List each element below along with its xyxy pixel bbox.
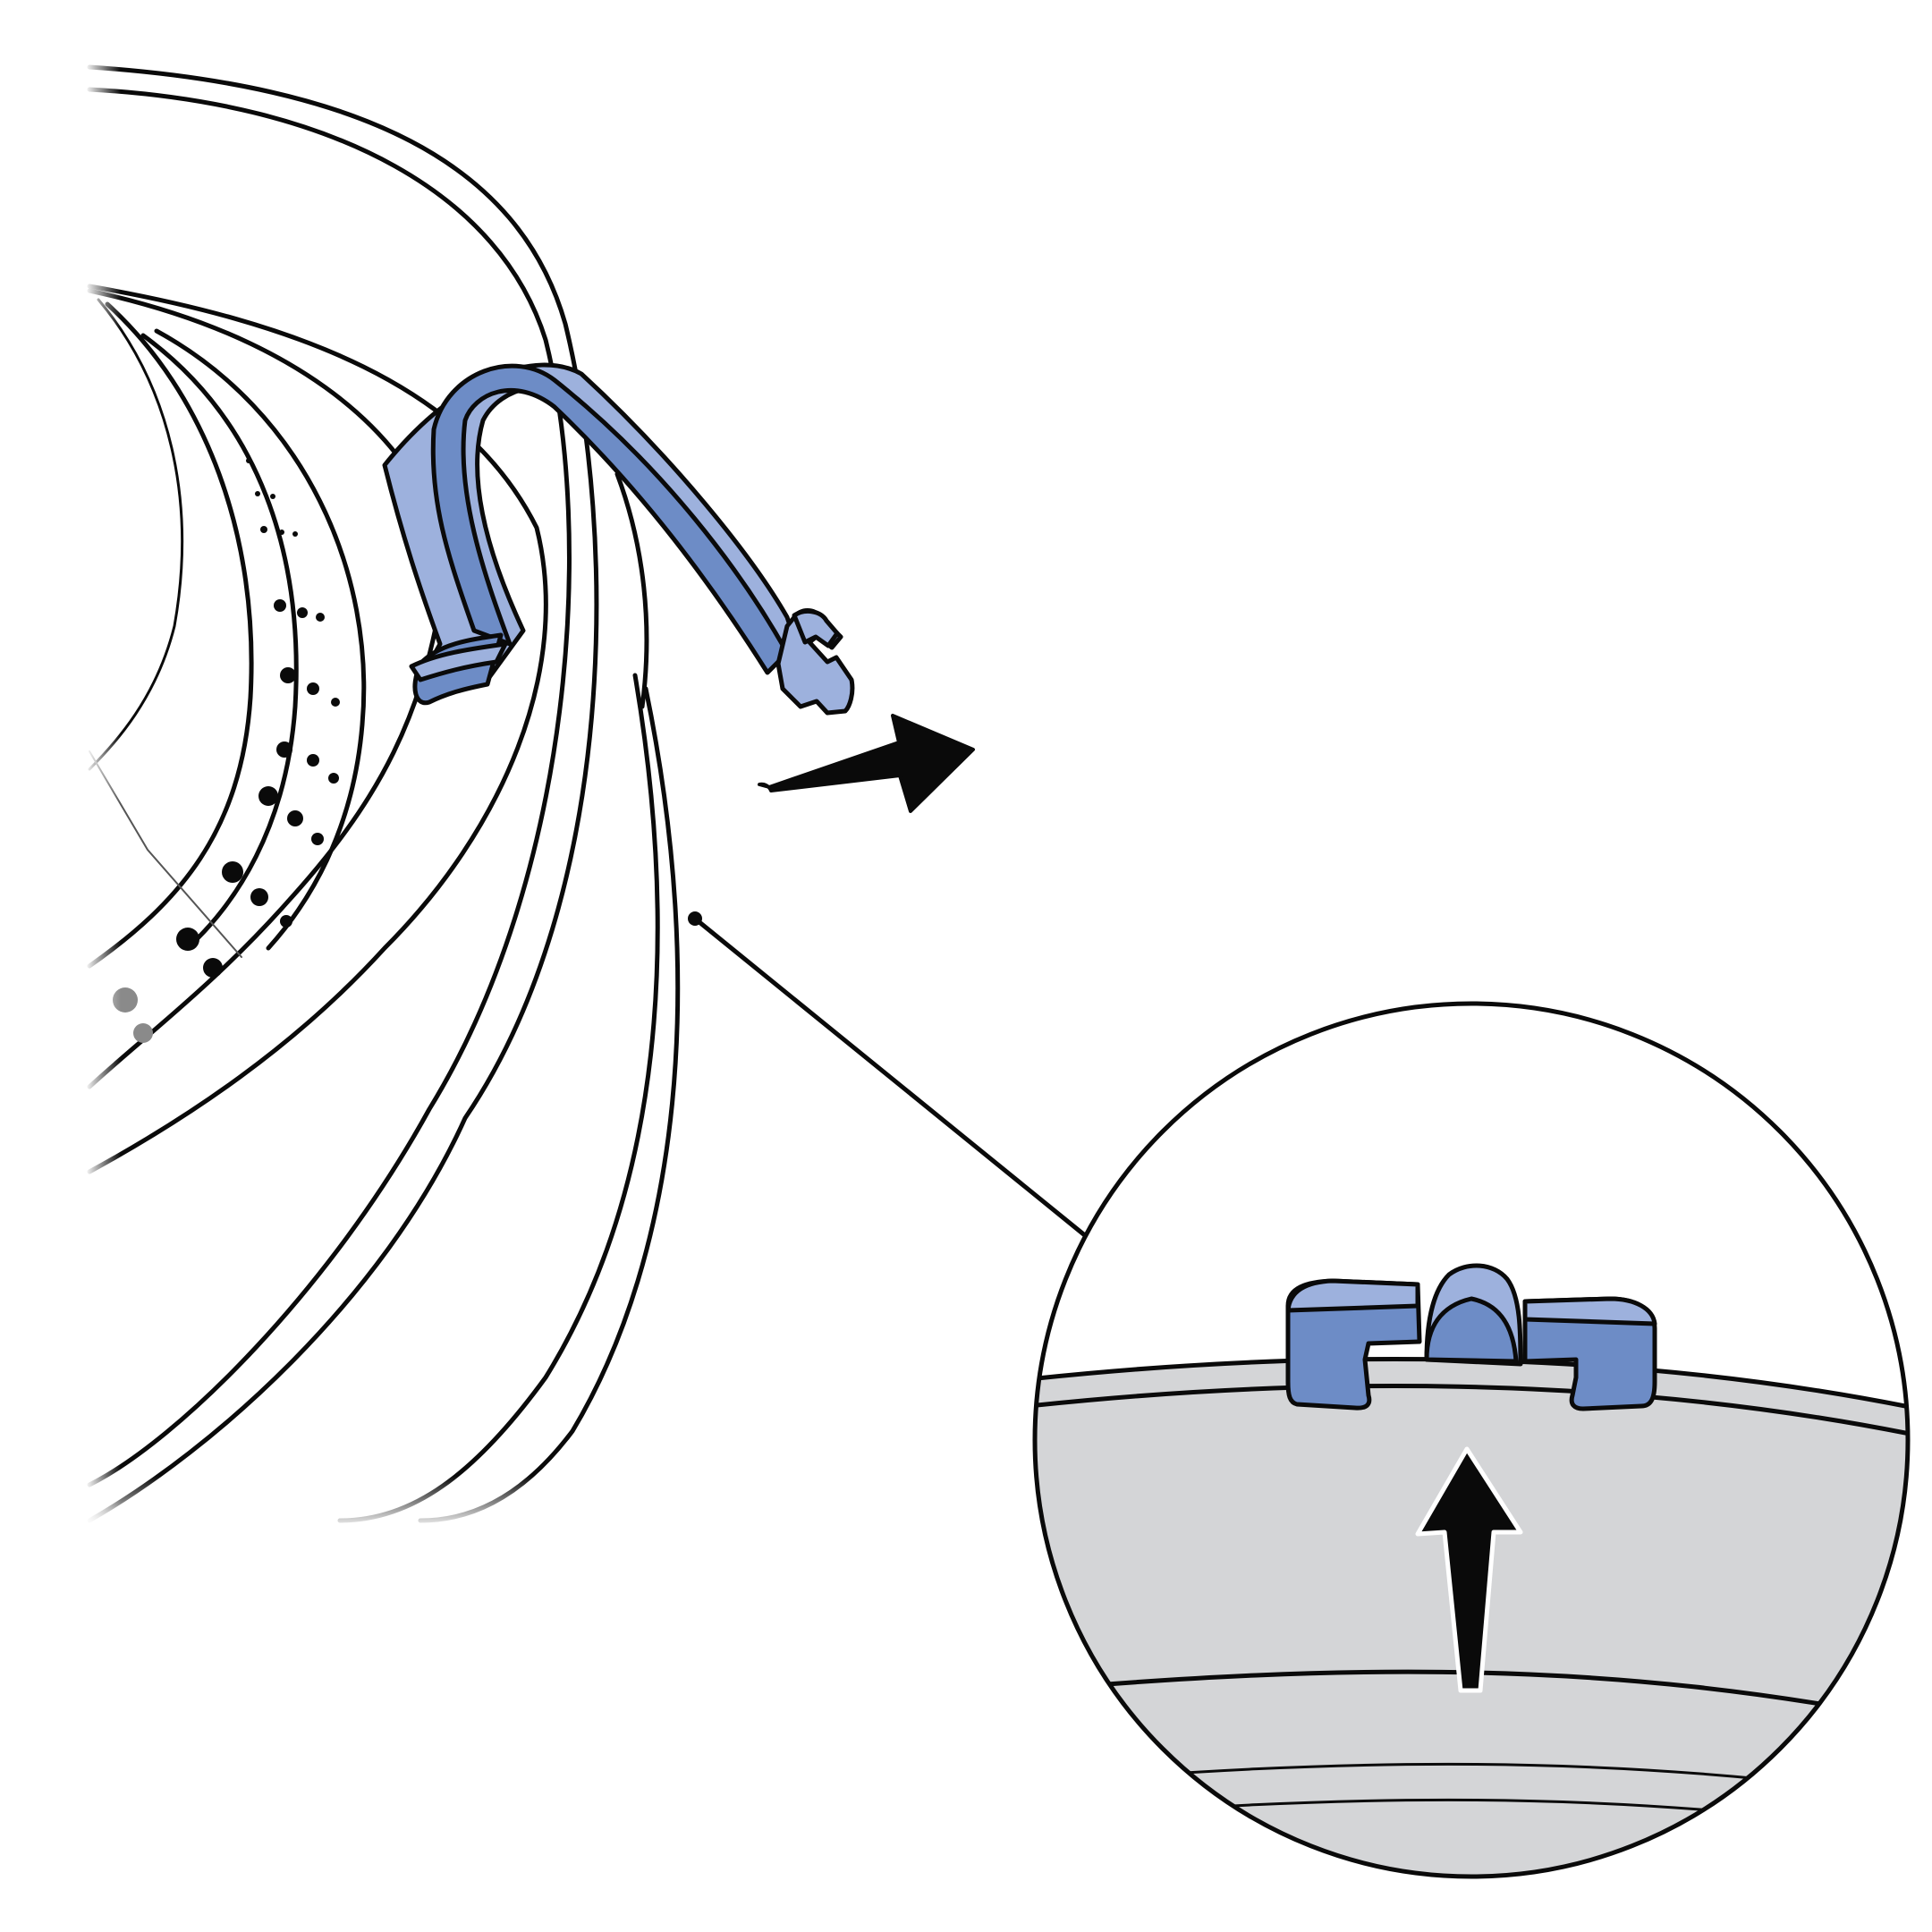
drum-ring-3	[87, 301, 254, 969]
magnifier-callout-icon	[1032, 1001, 1911, 1879]
drum-perforations	[113, 458, 340, 1043]
detail-clip	[1285, 1263, 1657, 1411]
cabinet-edge-2	[418, 686, 681, 1523]
detail-circle-border	[1032, 1001, 1911, 1879]
clip-hook-tip	[792, 608, 840, 648]
detail-rim-edge-2	[1035, 1384, 1908, 1438]
cabinet-edge-3	[614, 471, 649, 709]
drum-ring-1	[154, 328, 367, 951]
washer-tub	[87, 64, 681, 1523]
drum-ring-2	[140, 333, 299, 942]
detail-clip-right-top	[1522, 1296, 1657, 1326]
tub-lip-inner	[87, 288, 450, 1089]
direction-arrow-icon	[758, 714, 975, 813]
cabinet-edge-1	[337, 673, 660, 1523]
bottom-fade	[85, 1476, 711, 1530]
drum-ring-4	[88, 298, 184, 771]
outer-rim-line-inner	[87, 87, 572, 1487]
up-arrow-icon	[1415, 1446, 1523, 1693]
clip-icon	[382, 362, 855, 716]
detail-clip-center-inner	[1424, 1296, 1519, 1364]
outer-rim-line	[87, 64, 599, 1523]
clip-foot-top	[409, 641, 508, 682]
left-fade	[85, 0, 121, 1538]
tub-lip-outer	[87, 284, 548, 1174]
callout-leader	[688, 911, 1089, 1239]
detail-clip-left-top	[1285, 1278, 1420, 1313]
